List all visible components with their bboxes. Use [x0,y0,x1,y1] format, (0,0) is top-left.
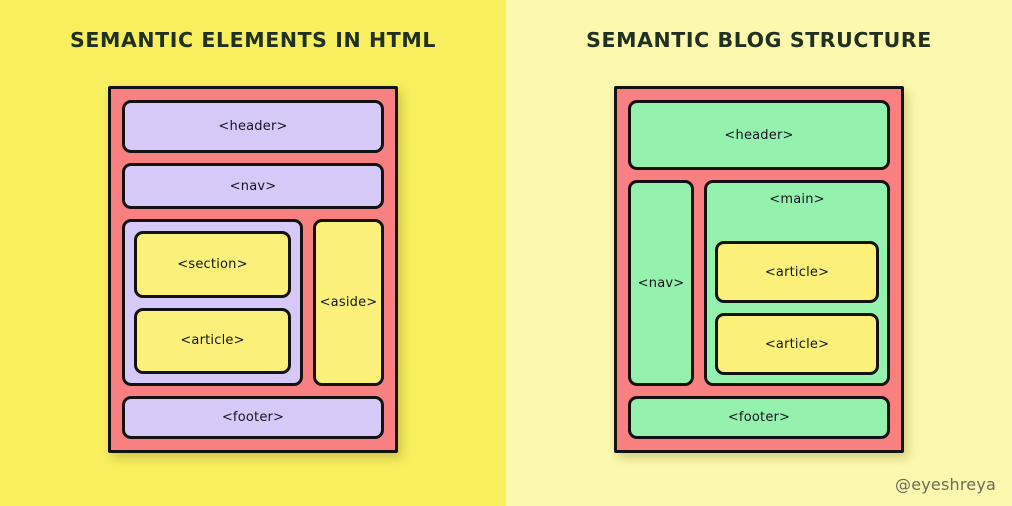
page-title-right: SEMANTIC BLOG STRUCTURE [586,28,932,52]
watermark-handle: @eyeshreya [895,475,996,494]
middle-row-left: <section> <article> <aside> [122,219,384,386]
block-label-header-left: <header> [218,119,288,134]
middle-row-right: <nav> <main> <article> <article> [628,180,890,386]
block-main-left: <section> <article> [122,219,303,386]
block-footer-left: <footer> [122,396,384,439]
block-article-1-right: <article> [715,241,879,303]
block-label-article-left: <article> [180,333,245,349]
block-footer-right: <footer> [628,396,890,439]
block-label-article-1-right: <article> [764,264,830,280]
block-label-aside-left: <aside> [319,295,378,310]
page-title-left: SEMANTIC ELEMENTS IN HTML [69,28,437,52]
block-nav-left: <nav> [122,163,384,209]
block-label-footer-left: <footer> [221,410,285,425]
panel-semantic-blog-structure: SEMANTIC BLOG STRUCTURE <header> <nav> <… [506,0,1012,506]
block-label-main-right: <main> [769,192,825,207]
block-main-right: <main> <article> <article> [704,180,890,386]
block-header-right: <header> [628,100,890,170]
block-aside-left: <aside> [313,219,384,386]
panel-semantic-elements: SEMANTIC ELEMENTS IN HTML <header> <nav>… [0,0,506,506]
block-label-article-2-right: <article> [764,336,830,352]
block-label-header-right: <header> [724,127,794,143]
block-article-left: <article> [134,307,291,374]
block-header-left: <header> [122,100,384,153]
block-section-left: <section> [134,231,291,298]
block-label-nav-right: <nav> [637,275,685,291]
diagram-frame-left: <header> <nav> <section> <article> <asid… [108,86,398,453]
block-label-nav-left: <nav> [229,178,277,194]
block-nav-right: <nav> [628,180,694,386]
diagram-frame-right: <header> <nav> <main> <article> <article… [614,86,904,453]
block-article-2-right: <article> [715,313,879,375]
block-label-footer-right: <footer> [727,410,791,425]
block-label-section-left: <section> [177,256,248,272]
